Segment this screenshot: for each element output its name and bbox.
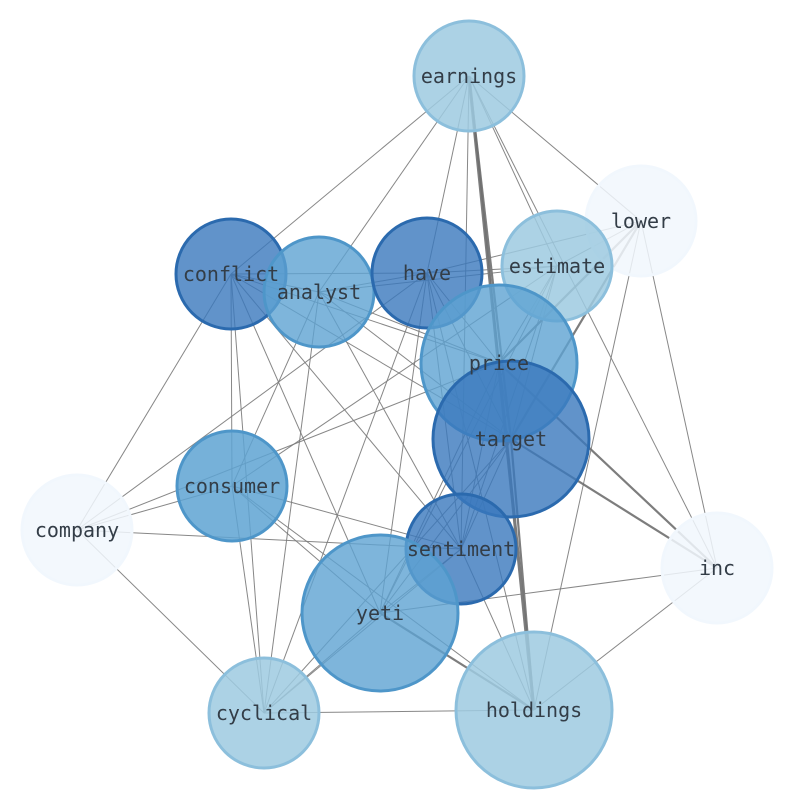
node-target xyxy=(431,359,591,519)
node-label-earnings: earnings xyxy=(421,64,517,88)
node-label-yeti: yeti xyxy=(356,601,404,625)
node-label-price: price xyxy=(469,351,529,375)
node-consumer xyxy=(175,429,289,543)
edge-conflict-sentiment xyxy=(230,273,462,550)
edge-lower-inc xyxy=(640,220,718,569)
node-label-target: target xyxy=(475,427,547,451)
node-label-lower: lower xyxy=(611,209,671,233)
edge-have-cyclical xyxy=(263,272,428,714)
node-layer xyxy=(20,19,774,790)
node-label-estimate: estimate xyxy=(509,254,605,278)
node-label-analyst: analyst xyxy=(277,280,361,304)
node-company xyxy=(20,473,134,587)
node-label-have: have xyxy=(403,261,451,285)
node-label-inc: inc xyxy=(699,556,735,580)
node-holdings xyxy=(454,630,614,790)
node-label-cyclical: cyclical xyxy=(216,701,312,725)
node-label-conflict: conflict xyxy=(183,262,279,286)
node-inc xyxy=(660,511,774,625)
node-cyclical xyxy=(207,656,321,770)
node-label-holdings: holdings xyxy=(486,698,582,722)
node-label-sentiment: sentiment xyxy=(407,537,515,561)
node-label-consumer: consumer xyxy=(184,474,280,498)
node-label-company: company xyxy=(35,518,119,542)
edge-earnings-inc xyxy=(468,75,718,569)
node-earnings xyxy=(412,19,526,133)
edge-lower-holdings xyxy=(533,220,642,711)
node-yeti xyxy=(300,533,460,693)
